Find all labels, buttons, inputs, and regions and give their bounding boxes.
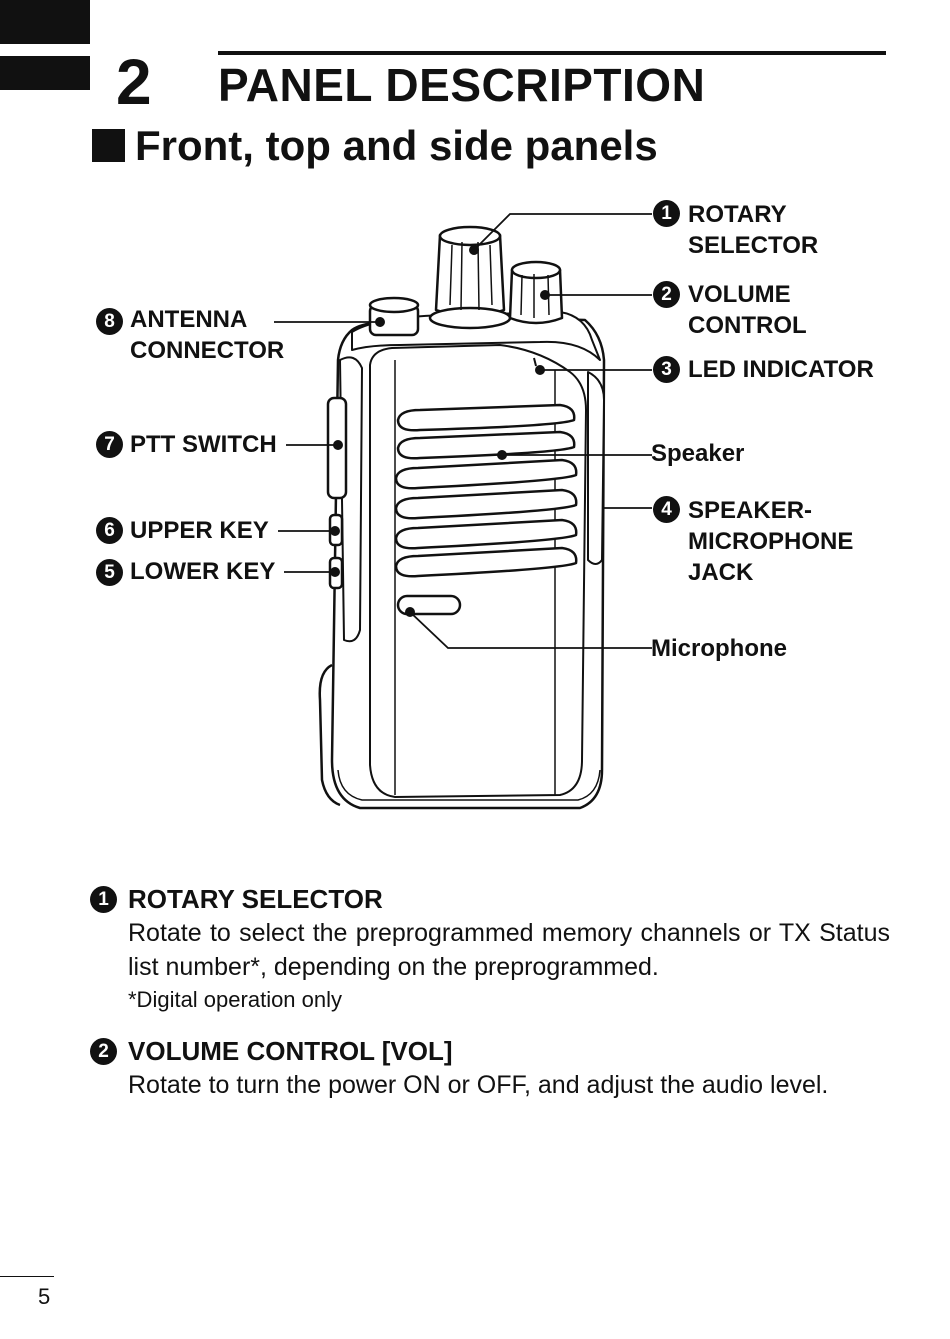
callout-number-8: 8 (96, 308, 123, 335)
chapter-title: PANEL DESCRIPTION (218, 59, 706, 111)
callout-number-6: 6 (96, 517, 123, 544)
description-heading: 1 ROTARY SELECTOR (90, 882, 890, 916)
section-title: Front, top and side panels (92, 120, 658, 172)
callout-volume-control: VOLUME CONTROL (688, 281, 807, 339)
radio-illustration (274, 213, 652, 810)
square-bullet-icon (92, 129, 125, 162)
callout-lower-key: LOWER KEY (130, 558, 276, 585)
callout-number-4: 4 (653, 496, 680, 523)
callout-speaker-microphone-jack: SPEAKER- MICROPHONE JACK (688, 497, 854, 586)
radio-figure: 1 ROTARY SELECTOR 2 VOLUME CONTROL 3 LED… (0, 195, 950, 835)
callout-led-indicator: LED INDICATOR (688, 356, 874, 383)
page-number-rule (0, 1276, 54, 1277)
callout-number-5: 5 (96, 559, 123, 586)
description-body: Rotate to select the preprogrammed memor… (128, 919, 890, 981)
description-heading-text: VOLUME CONTROL [VOL] (128, 1036, 453, 1066)
callout-antenna-connector: ANTENNA CONNECTOR (130, 306, 285, 364)
label-speaker: Speaker (651, 440, 745, 467)
section-title-text: Front, top and side panels (135, 122, 658, 169)
callout-ptt-switch: PTT SWITCH (130, 431, 277, 458)
callout-upper-key: UPPER KEY (130, 517, 269, 544)
chapter-number: 2 (116, 46, 152, 118)
callout-number-7: 7 (96, 431, 123, 458)
chapter-rule (218, 51, 886, 55)
chapter-tab-marker (0, 56, 90, 90)
callout-number-3: 3 (653, 356, 680, 383)
description-number: 2 (90, 1038, 117, 1065)
description-heading: 2 VOLUME CONTROL [VOL] (90, 1034, 890, 1068)
description-body: Rotate to turn the power ON or OFF, and … (128, 1071, 829, 1099)
description-footnote: *Digital operation only (128, 987, 343, 1012)
label-microphone: Microphone (651, 635, 787, 662)
callout-number-2: 2 (653, 281, 680, 308)
callout-number-1: 1 (653, 200, 680, 227)
description-number: 1 (90, 886, 117, 913)
description-rotary-selector: 1 ROTARY SELECTOR Rotate to select the p… (90, 882, 890, 1016)
chapter-tab-marker (0, 0, 90, 44)
description-heading-text: ROTARY SELECTOR (128, 884, 383, 914)
description-volume-control: 2 VOLUME CONTROL [VOL] Rotate to turn th… (90, 1034, 890, 1102)
page-number: 5 (38, 1284, 51, 1309)
callout-rotary-selector: ROTARY SELECTOR (688, 201, 819, 259)
